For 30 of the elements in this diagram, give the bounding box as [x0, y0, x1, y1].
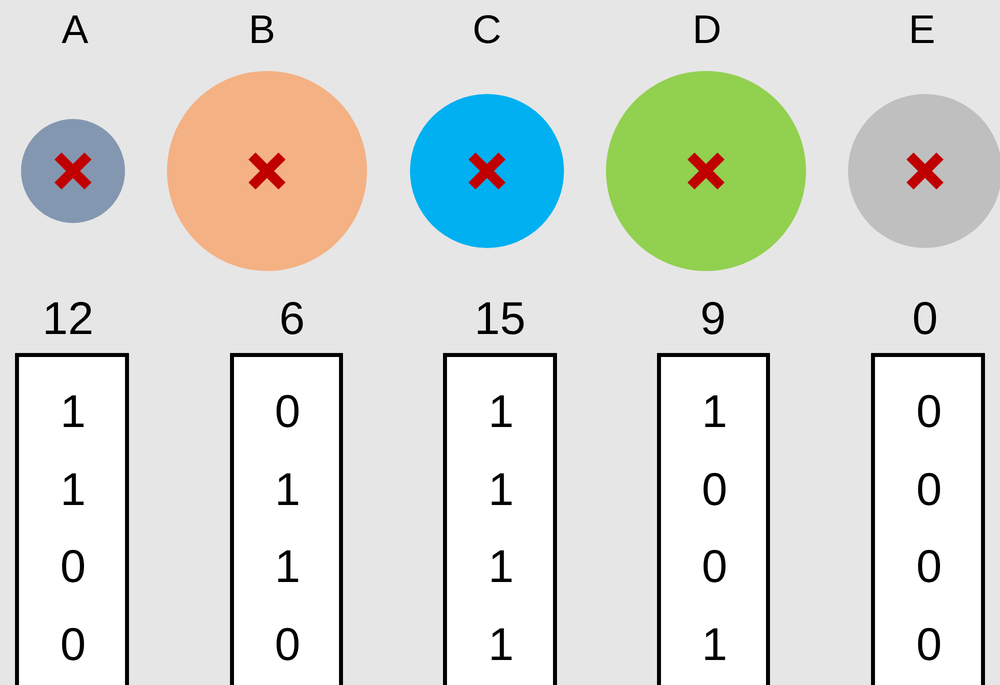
column-letter: C [472, 10, 502, 50]
bit-digit: 1 [274, 466, 300, 512]
column-letter: D [692, 10, 722, 50]
bit-digit: 1 [60, 388, 86, 434]
column-letter: B [248, 10, 276, 50]
bit-digit: 0 [702, 466, 728, 512]
decimal-number: 0 [912, 295, 938, 341]
bit-digit: 0 [274, 388, 300, 434]
column-letter: A [62, 10, 88, 50]
bit-digit: 0 [916, 388, 942, 434]
bit-digit: 1 [702, 388, 728, 434]
bit-digit: 0 [916, 466, 942, 512]
decimal-number: 12 [42, 295, 94, 341]
bit-digit: 1 [60, 466, 86, 512]
bit-digit: 0 [916, 620, 942, 666]
bit-digit: 0 [60, 620, 86, 666]
decimal-number: 6 [279, 295, 305, 341]
bit-digit: 1 [702, 620, 728, 666]
bit-digit: 0 [60, 543, 86, 589]
decimal-number: 15 [474, 295, 526, 341]
bit-digit: 1 [488, 388, 514, 434]
bit-digit: 0 [274, 620, 300, 666]
decimal-number: 9 [700, 295, 726, 341]
bit-digit: 0 [916, 543, 942, 589]
column-letter: E [908, 10, 936, 50]
bit-digit: 1 [488, 620, 514, 666]
bit-digit: 0 [702, 543, 728, 589]
bit-digit: 1 [274, 543, 300, 589]
bit-digit: 1 [488, 543, 514, 589]
bit-digit: 1 [488, 466, 514, 512]
